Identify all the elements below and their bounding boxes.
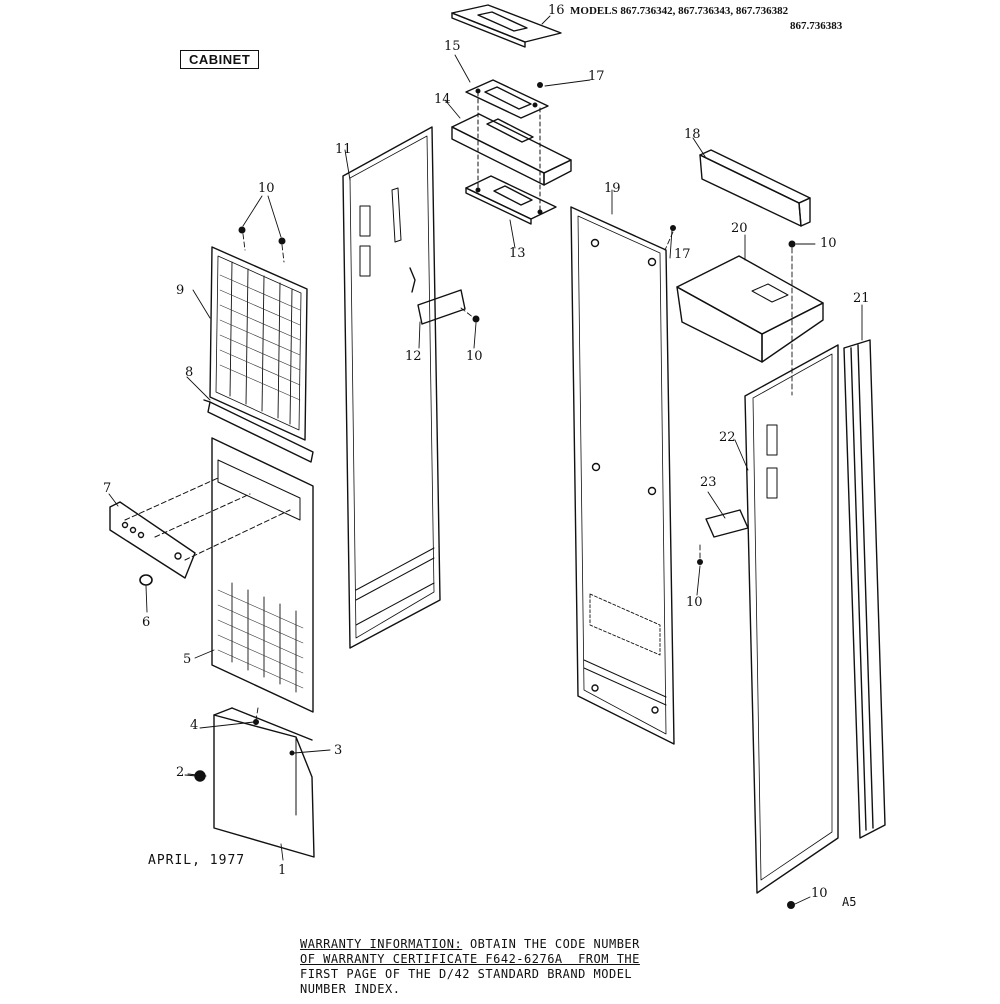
callout-18: 18 <box>684 127 701 142</box>
callout-4: 4 <box>190 718 199 733</box>
callout-17: 17 <box>588 69 605 84</box>
callout-21: 21 <box>853 291 870 306</box>
top-stack-guides <box>477 91 541 213</box>
models-line-2: 867.736383 <box>790 20 843 32</box>
warranty-heading: WARRANTY INFORMATION: <box>300 937 463 951</box>
part-16-top-cover <box>451 4 562 48</box>
part-11-left-side-panel <box>342 126 441 649</box>
part-22-right-side-panel <box>744 344 839 894</box>
callout-7: 7 <box>103 481 112 496</box>
callout-8: 8 <box>185 365 194 380</box>
callout-6: 6 <box>142 615 151 630</box>
part-18-top-trim <box>699 149 811 227</box>
part-1-bottom-panel <box>213 707 315 858</box>
callout-12: 12 <box>405 349 422 364</box>
callout-11: 11 <box>335 142 352 157</box>
warranty-line-3: FIRST PAGE OF THE D/42 STANDARD BRAND MO… <box>300 967 633 981</box>
warranty-line-4: NUMBER INDEX. <box>300 982 401 996</box>
callout-10-bottom: 10 <box>811 886 828 901</box>
warranty-line-2: OF WARRANTY CERTIFICATE F642-6276A FROM … <box>300 952 640 966</box>
callout-3: 3 <box>334 743 343 758</box>
part-19-back-panel <box>570 206 675 745</box>
section-title: CABINET <box>180 50 260 69</box>
warranty-information: WARRANTY INFORMATION: OBTAIN THE CODE NU… <box>300 937 820 997</box>
part-23-tab <box>705 509 749 538</box>
callout-15: 15 <box>444 39 461 54</box>
callout-13: 13 <box>509 246 526 261</box>
callout-10-upper-grille: 10 <box>258 181 275 196</box>
small-fasteners <box>238 82 796 909</box>
part-8-trim-strip <box>203 399 314 463</box>
part-13-base-plate <box>465 175 557 225</box>
part-5-lower-door <box>211 437 314 713</box>
callout-19: 19 <box>604 181 621 196</box>
part-14-collar <box>451 113 572 186</box>
callout-9: 9 <box>176 283 185 298</box>
callout-10-top-plate: 10 <box>820 236 837 251</box>
callout-22: 22 <box>719 430 736 445</box>
models-line-1: MODELS 867.736342, 867.736343, 867.73638… <box>570 5 789 17</box>
callout-17-back: 17 <box>674 247 691 262</box>
page-code: A5 <box>842 895 857 909</box>
part-21-corner-trim <box>843 339 886 839</box>
control-plate-guides <box>124 477 291 561</box>
callout-5: 5 <box>183 652 192 667</box>
warranty-line-1: OBTAIN THE CODE NUMBER <box>462 937 640 951</box>
callout-16: 16 <box>548 3 565 18</box>
part-20-top-plate <box>676 255 824 363</box>
callout-14: 14 <box>434 92 451 107</box>
publication-date: APRIL, 1977 <box>148 853 246 868</box>
leader-lines <box>108 15 863 905</box>
callout-10-tab: 10 <box>686 595 703 610</box>
part-12-bracket <box>409 267 466 325</box>
callout-20: 20 <box>731 221 748 236</box>
part-7-control-plate <box>109 501 196 579</box>
callout-2: 2 <box>176 765 185 780</box>
callout-23: 23 <box>700 475 717 490</box>
callout-10-bracket: 10 <box>466 349 483 364</box>
part-9-upper-grille <box>209 246 308 441</box>
callout-1: 1 <box>278 863 287 878</box>
assembly-guides <box>242 231 793 721</box>
part-15-gasket <box>465 79 549 119</box>
part-6-knob <box>139 574 153 613</box>
